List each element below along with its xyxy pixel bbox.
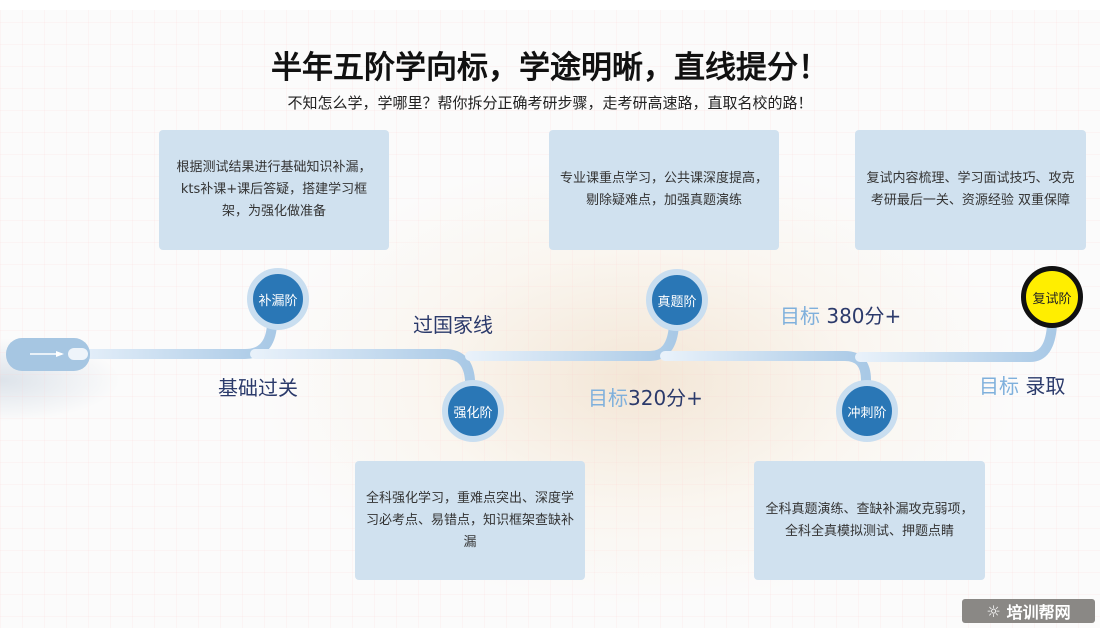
sun-face-icon: ☼ bbox=[986, 601, 1001, 621]
stage-3-card: 专业课重点学习，公共课深度提高，剔除疑难点，加强真题演练 bbox=[549, 130, 779, 250]
stage-2-node[interactable]: 强化阶 bbox=[442, 380, 504, 442]
milestone-1: 基础过关 bbox=[218, 376, 298, 400]
stage-1-node[interactable]: 补漏阶 bbox=[247, 268, 309, 330]
page-title: 半年五阶学向标，学途明晰，直线提分！ bbox=[271, 50, 829, 86]
stage-4-node[interactable]: 冲刺阶 bbox=[836, 380, 898, 442]
milestone-4-value: 380分+ bbox=[826, 304, 902, 328]
milestone-3-prefix: 目标 bbox=[588, 386, 628, 410]
milestone-3-value: 320分+ bbox=[628, 386, 703, 410]
stage-4-card: 全科真题演练、查缺补漏攻克弱项，全科全真模拟测试、押题点睛 bbox=[754, 461, 985, 580]
stage-5-card: 复试内容梳理、学习面试技巧、攻克考研最后一关、资源经验 双重保障 bbox=[855, 130, 1086, 250]
stage-1-card: 根据测试结果进行基础知识补漏，kts补课+课后答疑，搭建学习框架，为强化做准备 bbox=[159, 130, 389, 250]
milestone-5-prefix: 目标 bbox=[979, 374, 1026, 398]
stage-3-node[interactable]: 真题阶 bbox=[646, 269, 708, 331]
milestone-2: 过国家线 bbox=[413, 313, 493, 337]
milestone-5: 目标 录取 bbox=[979, 370, 1065, 399]
top-strip bbox=[0, 0, 1100, 10]
milestone-4: 目标 380分+ bbox=[780, 300, 901, 329]
milestone-5-value: 录取 bbox=[1025, 374, 1066, 398]
watermark-logo: ☼ 培训帮网 bbox=[962, 599, 1095, 623]
page-subtitle: 不知怎么学，学哪里？帮你拆分正确考研步骤，走考研高速路，直取名校的路！ bbox=[287, 94, 813, 112]
milestone-3: 目标320分+ bbox=[588, 382, 703, 411]
arrow-icon bbox=[30, 351, 64, 357]
milestone-4-prefix: 目标 bbox=[780, 304, 827, 328]
stage-5-node[interactable]: 复试阶 bbox=[1021, 266, 1083, 328]
stage-2-card: 全科强化学习，重难点突出、深度学习必考点、易错点，知识框架查缺补漏 bbox=[355, 461, 585, 580]
watermark-text: 培训帮网 bbox=[1006, 603, 1071, 622]
